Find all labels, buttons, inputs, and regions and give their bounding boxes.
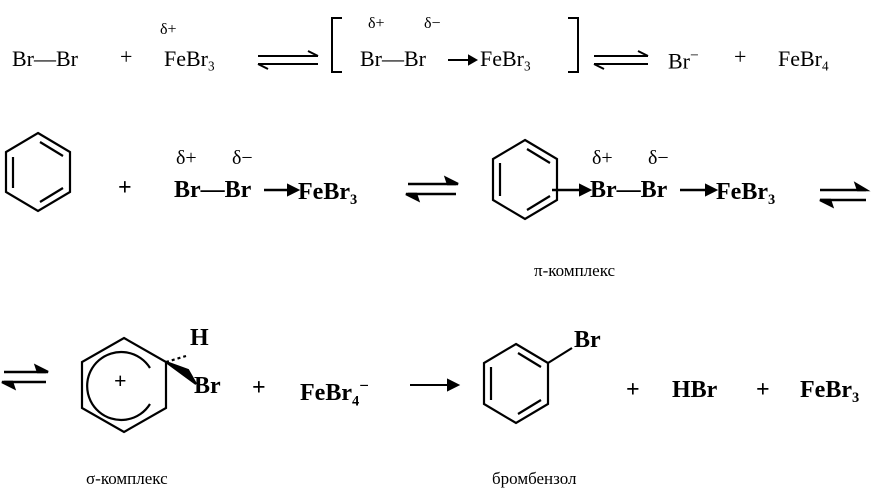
- plus-sign-row3b: +: [626, 377, 640, 403]
- delta-plus-row2: δ+: [176, 147, 197, 169]
- sigma-positive-charge: +: [114, 368, 127, 393]
- febr4-minus: FeBr4−: [300, 376, 369, 410]
- benzene-ring-2: [491, 138, 559, 221]
- bromobenzene-caption: бромбензол: [492, 469, 577, 488]
- sigma-complex-ring: [80, 336, 197, 434]
- br2-reactant: Br—Br: [12, 46, 78, 71]
- delta-minus-label-complex: δ−: [424, 15, 441, 32]
- sigma-br-atom: Br: [194, 373, 221, 399]
- left-bracket: [331, 17, 342, 73]
- sigma-complex-caption: σ-комплекс: [86, 469, 168, 488]
- arrow-to-febr3-row2b: [680, 183, 719, 197]
- equilibrium-arrow-1: [257, 50, 319, 70]
- febr3-reactant: FeBr3: [164, 46, 215, 74]
- arrow-reaction: [410, 378, 461, 392]
- equilibrium-arrow-2: [593, 50, 649, 70]
- plus-sign-1: +: [120, 44, 133, 69]
- febr3-product: FeBr3: [800, 377, 860, 407]
- delta-plus-label: δ+: [160, 21, 177, 38]
- bromobenzene-ring: [482, 342, 573, 425]
- pi-complex-caption: π-комплекс: [534, 261, 616, 280]
- delta-plus-label-complex: δ+: [368, 15, 385, 32]
- plus-sign-row3c: +: [756, 377, 770, 403]
- pi-delta-minus: δ−: [648, 147, 669, 169]
- complex-br-br: Br—Br: [360, 46, 426, 71]
- sigma-h-atom: H: [190, 325, 209, 351]
- benzene-ring-1: [4, 131, 72, 213]
- arrow-to-febr3-row1: [448, 54, 479, 66]
- equilibrium-arrow-4: [819, 181, 871, 209]
- pi-delta-plus: δ+: [592, 147, 613, 169]
- equilibrium-arrow-5: [1, 363, 49, 391]
- br-br-row2: Br—Br: [174, 177, 252, 203]
- br-minus-product: Br−: [668, 47, 699, 74]
- pi-br-br: Br—Br: [590, 177, 668, 203]
- complex-febr3: FeBr3: [480, 46, 531, 74]
- febr3-row2: FeBr3: [298, 179, 358, 209]
- plus-sign-row3a: +: [252, 375, 266, 401]
- hbr-product: HBr: [672, 377, 718, 403]
- plus-sign-row2: +: [118, 175, 132, 201]
- pi-febr3: FeBr3: [716, 179, 776, 209]
- arrow-ring-to-br: [552, 183, 593, 197]
- bromobenzene-br: Br: [574, 327, 601, 353]
- right-bracket: [568, 17, 579, 73]
- arrow-to-febr3-row2: [264, 183, 301, 197]
- equilibrium-arrow-3: [405, 175, 459, 203]
- plus-sign-2: +: [734, 44, 747, 69]
- delta-minus-row2: δ−: [232, 147, 253, 169]
- febr4-product: FeBr4: [778, 46, 829, 74]
